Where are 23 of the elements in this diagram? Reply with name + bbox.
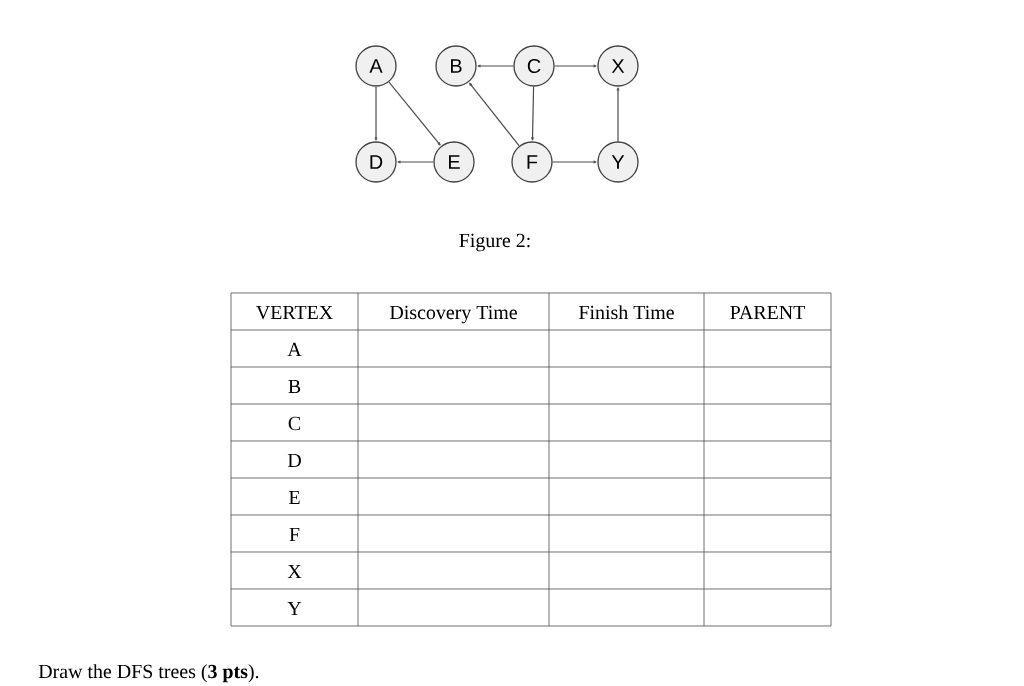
column-header: Discovery Time — [389, 305, 517, 324]
column-header: Finish Time — [579, 305, 674, 320]
arrow — [469, 82, 520, 147]
arrow — [388, 81, 441, 146]
row-label: A — [287, 342, 302, 356]
arrow — [531, 86, 535, 141]
arrow — [374, 86, 378, 141]
arrow — [554, 64, 597, 68]
row-label: F — [289, 527, 300, 541]
row-label: X — [287, 564, 302, 578]
column-header: PARENT — [730, 305, 805, 319]
instruction-text: Draw the DFS trees (3 pts). — [38, 664, 259, 683]
row-label: E — [289, 490, 300, 504]
figure-caption: Figure 2: — [459, 233, 530, 252]
arrow — [616, 87, 620, 142]
arrow — [477, 64, 514, 68]
row-label: Y — [287, 601, 302, 615]
arrow — [552, 160, 597, 164]
column-header: VERTEX — [256, 305, 333, 320]
row-label: B — [288, 379, 301, 394]
arrow — [397, 160, 434, 164]
row-label: C — [288, 416, 301, 431]
row-label: D — [287, 453, 301, 468]
